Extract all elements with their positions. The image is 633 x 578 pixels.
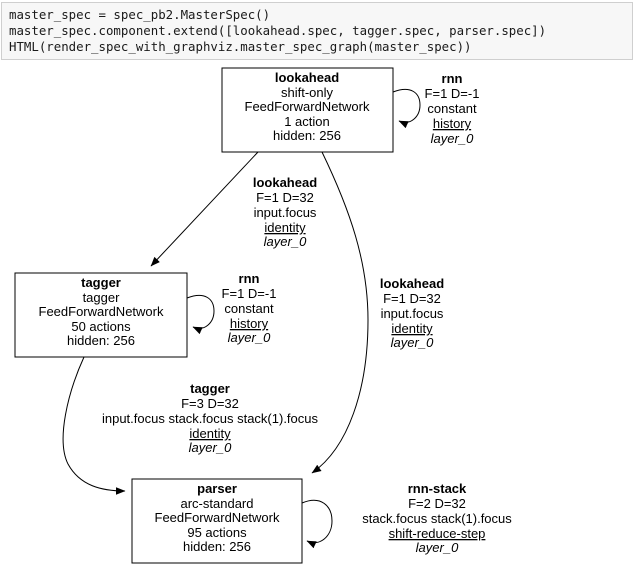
edge-label-title: rnn (239, 271, 260, 286)
node-line: 1 action (284, 114, 330, 129)
edge-label-rnn-lookahead: rnn F=1 D=-1 constant history layer_0 (425, 71, 480, 146)
node-line: arc-standard (181, 496, 254, 511)
edge-label-title: lookahead (380, 276, 444, 291)
edge-label-rnn-tagger: rnn F=1 D=-1 constant history layer_0 (222, 271, 277, 345)
edge-label-fd: F=1 D=32 (256, 190, 314, 205)
code-line-1: master_spec = spec_pb2.MasterSpec() (9, 7, 271, 22)
node-line: hidden: 256 (67, 333, 135, 348)
edge-label-translator: history (230, 316, 269, 331)
node-line: shift-only (281, 85, 334, 100)
edge-label-fd: F=1 D=-1 (425, 86, 480, 101)
node-line: hidden: 256 (273, 128, 341, 143)
node-line: FeedForwardNetwork (39, 304, 164, 319)
node-line: 50 actions (71, 319, 131, 334)
self-loop-tagger (186, 294, 215, 335)
edge-label-lookahead-to-parser: lookahead F=1 D=32 input.focus identity … (380, 276, 444, 350)
code-line-3: HTML(render_spec_with_graphviz.master_sp… (9, 39, 472, 54)
edge-label-translator: shift-reduce-step (389, 526, 486, 541)
edge-label-title: tagger (190, 381, 230, 396)
parser-node-box (131, 478, 303, 564)
node-line: FeedForwardNetwork (245, 99, 370, 114)
edge-label-tagger-to-parser: tagger F=3 D=32 input.focus stack.focus … (102, 381, 319, 455)
edge-lookahead-to-parser (311, 151, 369, 474)
edge-label-title: lookahead (253, 175, 317, 190)
edge-label-layer: layer_0 (431, 131, 474, 146)
self-loop-lookahead (392, 88, 421, 129)
node-line: FeedForwardNetwork (155, 510, 280, 525)
node-title: tagger (81, 275, 121, 290)
node-line: hidden: 256 (183, 539, 251, 554)
edge-label-layer: layer_0 (264, 234, 307, 249)
edge-label-translator: history (433, 116, 472, 131)
edge-label-source: stack.focus stack(1).focus (362, 511, 512, 526)
code-cell[interactable]: master_spec = spec_pb2.MasterSpec() mast… (1, 2, 633, 60)
edge-label-layer: layer_0 (391, 335, 434, 350)
edge-label-layer: layer_0 (416, 540, 459, 555)
edge-label-rnn-stack-parser: rnn-stack F=2 D=32 stack.focus stack(1).… (362, 481, 512, 555)
node-title: lookahead (275, 70, 339, 85)
node-tagger: tagger tagger FeedForwardNetwork 50 acti… (14, 272, 188, 358)
edge-label-layer: layer_0 (189, 440, 232, 455)
node-line: tagger (83, 290, 121, 305)
edge-label-source: input.focus stack.focus stack(1).focus (102, 411, 319, 426)
edge-label-source: constant (427, 101, 477, 116)
node-line: 95 actions (187, 525, 247, 540)
edge-label-fd: F=2 D=32 (408, 496, 466, 511)
node-parser: parser arc-standard FeedForwardNetwork 9… (131, 478, 303, 564)
edge-label-source: input.focus (254, 205, 317, 220)
edge-label-fd: F=1 D=-1 (222, 286, 277, 301)
edge-tagger-to-parser (62, 356, 126, 495)
self-loop-parser (301, 499, 333, 549)
edge-label-title: rnn-stack (408, 481, 467, 496)
code-line-2: master_spec.component.extend([lookahead.… (9, 23, 547, 38)
edge-label-source: constant (224, 301, 274, 316)
edge-label-source: input.focus (381, 306, 444, 321)
edge-label-layer: layer_0 (228, 330, 271, 345)
edge-lookahead-to-tagger (150, 151, 259, 267)
node-title: parser (197, 481, 237, 496)
edge-label-fd: F=3 D=32 (181, 396, 239, 411)
tagger-node-box (14, 272, 188, 358)
lookahead-node-box (221, 67, 394, 153)
edge-label-lookahead-to-tagger: lookahead F=1 D=32 input.focus identity … (253, 175, 317, 249)
edge-label-translator: identity (391, 321, 433, 336)
node-lookahead: lookahead shift-only FeedForwardNetwork … (221, 67, 394, 153)
master-spec-graph: lookahead shift-only FeedForwardNetwork … (14, 67, 512, 564)
edge-label-translator: identity (264, 220, 306, 235)
edge-label-fd: F=1 D=32 (383, 291, 441, 306)
edge-label-translator: identity (189, 426, 231, 441)
edge-label-title: rnn (442, 71, 463, 86)
